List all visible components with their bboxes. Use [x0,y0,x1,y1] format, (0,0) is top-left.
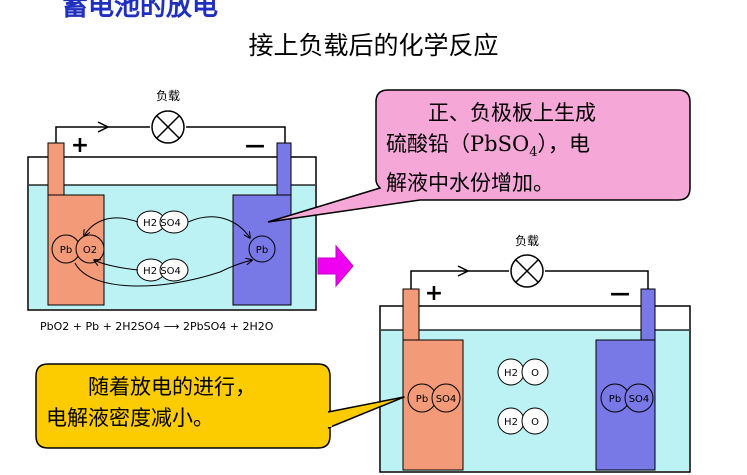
cell-1-wire-left [55,126,150,143]
svg-text:Pb: Pb [416,394,428,405]
cell-2-load-lamp-icon [510,254,544,288]
pink-callout-line-1: 正、负极板上生成 [428,101,596,125]
cell-2-plus-sign: + [425,281,443,306]
yellow-callout-line-2: 电解液密度减小。 [46,406,214,430]
cell-2-h2o-molecule-2: H2 O [497,407,549,435]
yellow-callout-text: 随着放电的进行， 电解液密度减小。 [46,372,256,434]
cell-1-negative-terminal [276,142,292,196]
cell-2-positive-terminal [402,288,420,341]
pink-callout-line-2: 硫酸铅（PbSO4），电 [386,129,596,168]
cell-2-wire-right [545,270,649,289]
cell-1: 负载 + — Pb O2 Pb H2 SO4 H2 SO4 [27,89,317,333]
cell-2-minus-sign: — [610,281,630,305]
cell-1-pb-molecule: Pb [248,235,276,263]
cell-1-arrow-to-pbo2-1 [84,217,139,236]
svg-text:Pb: Pb [256,245,268,256]
svg-text:O: O [531,368,539,379]
pink-callout-subscript: 4 [529,145,538,161]
cell-1-arrow-to-pbo2-2 [94,260,139,271]
cell-1-plus-sign: + [71,133,89,158]
cell-2-pbso4-negative-molecule: Pb SO4 [600,383,654,413]
cell-1-minus-sign: — [245,133,265,157]
svg-text:H2 SO4: H2 SO4 [143,266,181,277]
cell-2-pbso4-positive-molecule: Pb SO4 [407,383,461,413]
cell-2-h2o-molecule-1: H2 O [497,358,549,386]
pink-callout-line-3: 解液中水份增加。 [386,171,554,196]
pink-callout [267,89,691,223]
pink-callout-line-2b: ），电 [537,132,590,156]
pink-callout-text: 正、负极板上生成 硫酸铅（PbSO4），电 解液中水份增加。 [386,98,596,199]
svg-text:Pb: Pb [60,245,72,256]
cell-2: 负载 + — Pb SO4 Pb SO4 H2 O H2 O [379,234,691,473]
cell-2-current-arrow [457,265,470,277]
cell-1-wire-right [186,126,286,143]
svg-text:O2: O2 [83,245,97,256]
cell-2-load-label: 负载 [515,234,539,248]
cell-1-equation: PbO2 + Pb + 2H2SO4 ⟶ 2PbSO4 + 2H2O [40,320,274,333]
cell-1-positive-terminal [47,142,65,196]
slide-title: 蓄电池的放电 [62,0,219,22]
svg-text:H2: H2 [504,417,518,428]
pink-callout-line-2a: 硫酸铅（PbSO [386,132,530,156]
svg-text:H2: H2 [504,368,518,379]
cell-1-load-label: 负载 [156,89,180,103]
svg-text:H2 SO4: H2 SO4 [143,218,181,229]
svg-text:Pb: Pb [609,394,621,405]
svg-text:SO4: SO4 [436,394,457,405]
yellow-callout-line-1: 随着放电的进行， [88,375,256,399]
svg-text:O: O [531,417,539,428]
cell-1-h2so4-molecule-2: H2 SO4 [136,258,189,282]
cell-1-h2so4-molecule-1: H2 SO4 [136,210,189,234]
cell-2-negative-terminal [640,288,656,341]
cell-1-arrow-to-pb [187,216,250,238]
transition-arrow-icon [317,244,354,288]
subtitle: 接上负载后的化学反应 [248,31,499,60]
yellow-callout [35,363,405,449]
cell-1-current-arrow [97,121,110,133]
svg-text:SO4: SO4 [629,394,650,405]
cell-1-load-lamp-icon [151,110,185,144]
cell-1-arrow-return [74,260,252,287]
cell-1-pbo2-molecule: Pb O2 [51,234,105,264]
cell-2-wire-left [410,270,509,289]
